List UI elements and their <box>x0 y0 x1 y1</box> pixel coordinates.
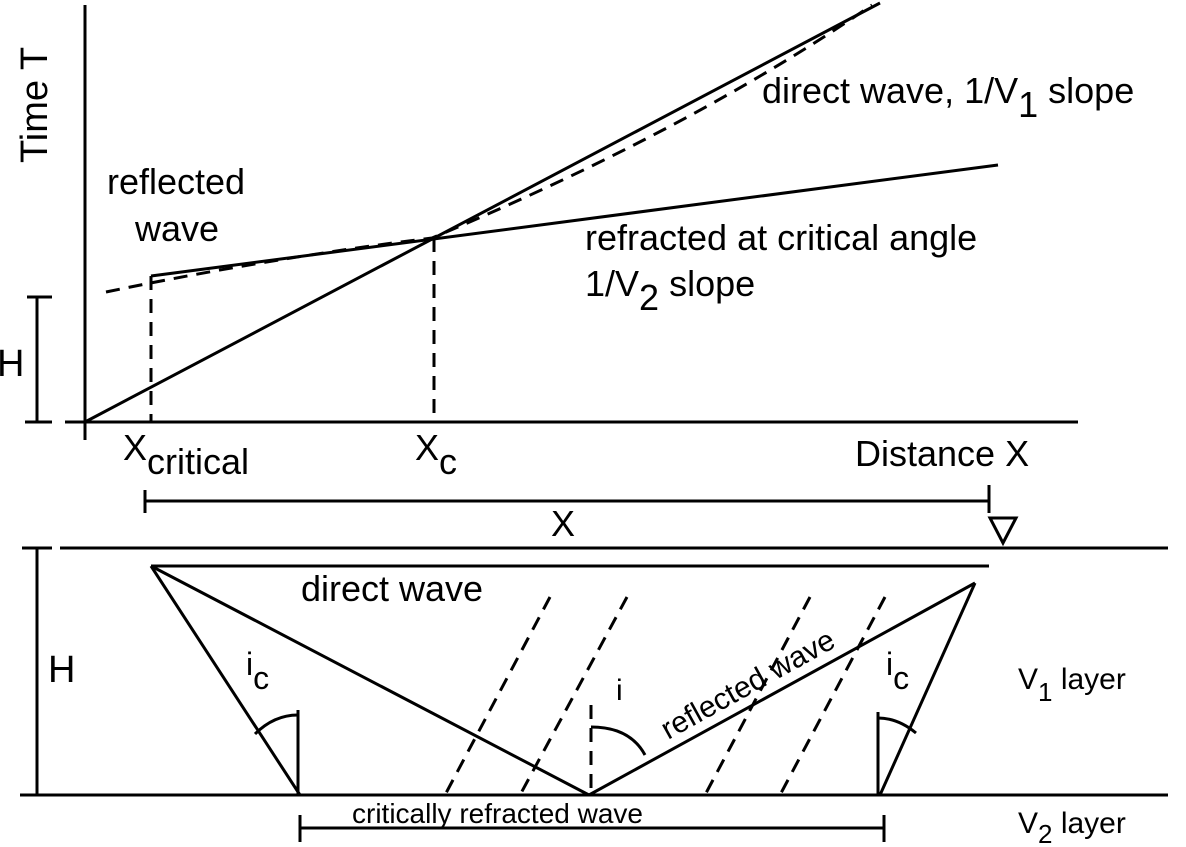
wavefront-1 <box>443 596 552 796</box>
time-axis-label: Time T <box>14 47 56 163</box>
ic-right-label: ic <box>886 646 909 696</box>
reflected-wave-ray-label: reflected wave <box>655 623 840 746</box>
reflected-ray-up <box>588 581 976 797</box>
angle-i-label: i <box>616 674 623 707</box>
x-c-label: Xc <box>415 427 457 482</box>
direct-wave-line <box>84 1 881 424</box>
critical-ray-up <box>878 582 977 796</box>
cross-section: X H direct wave reflected wave ic <box>20 485 1168 847</box>
travel-time-graph: Time T Distance X H Xcritical Xc reflect… <box>0 1 1134 482</box>
refracted-wave-label-line2: 1/V2 slope <box>585 263 755 318</box>
angle-arc-right <box>877 716 917 735</box>
h-label: H <box>0 343 24 385</box>
reflected-wave-label-line2: wave <box>134 208 219 249</box>
critically-refracted-label: critically refracted wave <box>352 798 643 829</box>
refracted-wave-label-line1: refracted at critical angle <box>585 217 977 258</box>
x-critical-label: Xcritical <box>123 427 249 482</box>
angle-arc-reflection <box>590 725 647 756</box>
direct-wave-label: direct wave <box>301 568 483 609</box>
wavefront-4 <box>778 596 887 796</box>
reflected-wave-curve <box>105 3 873 294</box>
h-thickness-label: H <box>48 649 75 691</box>
angle-arc-left <box>253 713 299 736</box>
direct-wave-slope-label: direct wave, 1/V1 slope <box>762 70 1134 125</box>
v1-layer-label: V1 layer <box>1018 663 1126 707</box>
reflected-wave-label-line1: reflected <box>107 161 245 202</box>
critical-ray-down <box>149 565 302 796</box>
distance-axis-label: Distance X <box>855 433 1029 474</box>
wavefront-3 <box>703 596 812 796</box>
v2-layer-label: V2 layer <box>1018 807 1126 847</box>
reflected-ray-down <box>150 564 590 797</box>
ic-left-label: ic <box>246 646 269 696</box>
wavefront-2 <box>518 596 629 796</box>
receiver-triangle-icon <box>987 516 1019 547</box>
x-dimension-label: X <box>551 503 575 544</box>
